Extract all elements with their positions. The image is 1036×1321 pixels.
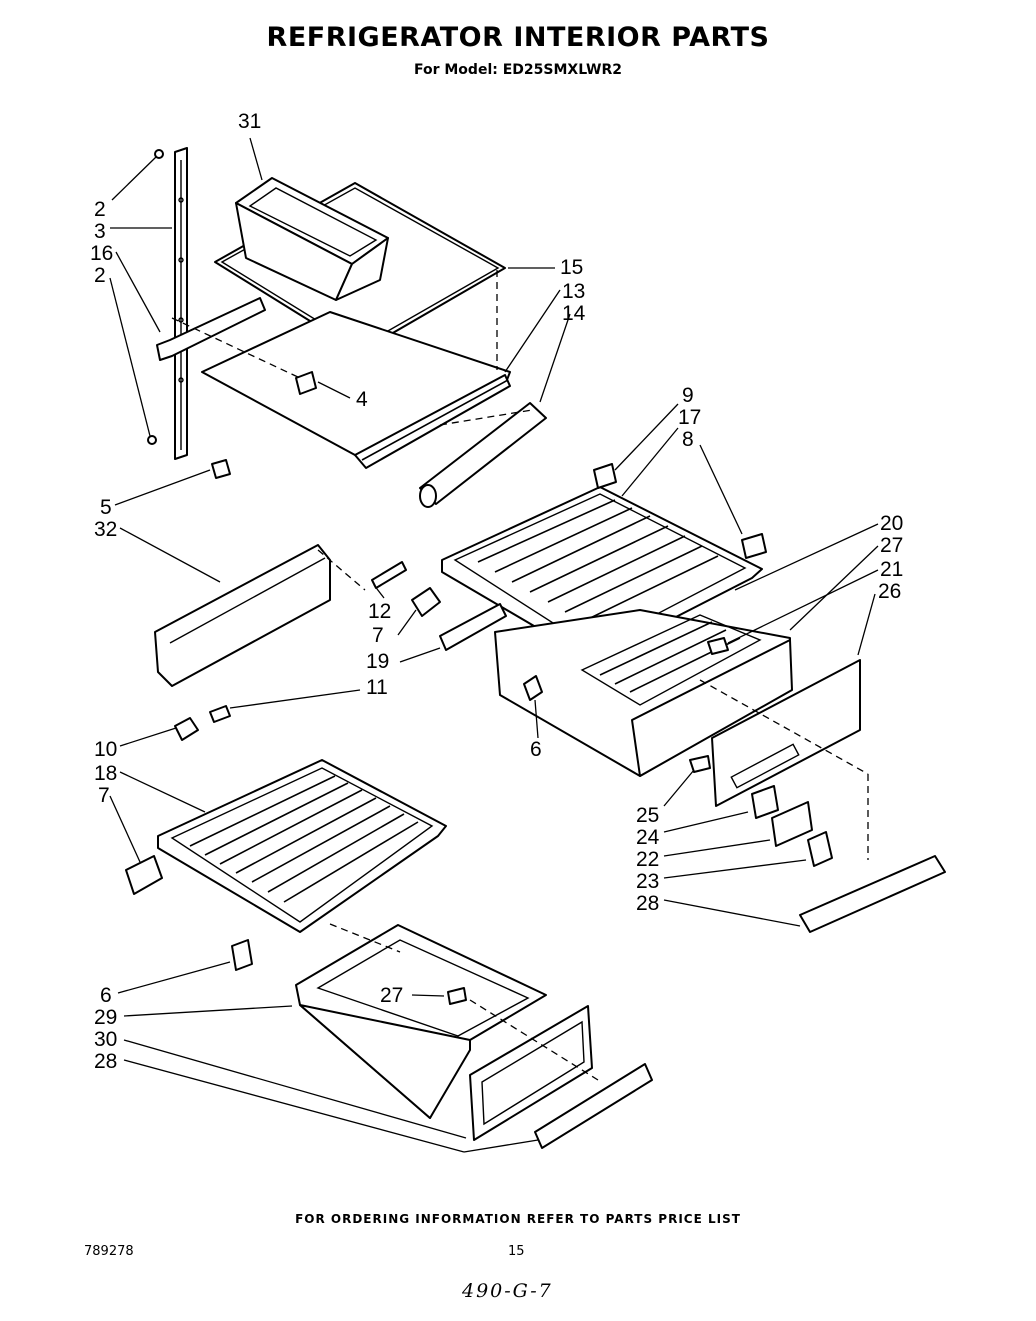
bracket-part-6-mid [523,675,543,701]
screw-part-4 [295,371,317,395]
callout-23: 23 [636,870,659,893]
bracket-part-7-low [125,855,163,895]
callout-7-lower: 7 [98,784,110,807]
page-number: 15 [508,1244,525,1259]
callout-29: 29 [94,1006,117,1029]
callout-6: 6 [530,738,542,761]
screw-part-2-top [154,149,164,159]
slide-part-19 [439,603,507,651]
control-cover-part-26 [711,659,861,807]
assembly-dashed-lines [171,270,869,1081]
screw-part-25 [689,755,711,773]
callout-2-lower: 2 [94,264,106,287]
callout-5: 5 [100,496,112,519]
callout-27: 27 [880,534,903,557]
clip-part-8 [741,533,767,559]
callout-20: 20 [880,512,903,535]
callout-labels: 31 2 3 16 2 15 13 14 4 5 32 9 17 8 20 27… [90,110,903,1073]
rail-part-28-low [534,1063,653,1149]
screw-part-11 [209,705,231,723]
callout-10: 10 [94,738,117,761]
page-title: REFRIGERATOR INTERIOR PARTS [266,22,770,53]
shelf-support-part-16 [156,297,266,361]
document-number: 789278 [84,1244,134,1259]
ordering-note: FOR ORDERING INFORMATION REFER TO PARTS … [295,1212,741,1226]
callout-16: 16 [90,242,113,265]
glass-shelf-part-13 [201,311,511,469]
vertical-rail-part-3 [174,147,188,460]
dial-part-22 [771,801,813,847]
handwritten-note: 490-G-7 [462,1280,553,1302]
rail-part-28-right [799,855,946,933]
model-line: For Model: ED25SMXLWR2 [413,62,622,78]
screw-part-2-bottom [147,435,157,445]
grille-shelf-part-17 [441,486,763,661]
callout-28: 28 [636,892,659,915]
callout-21: 21 [880,558,903,581]
bracket-part-7-mid [411,587,441,617]
leader-lines [109,137,879,1153]
knob-part-24 [751,785,779,819]
callout-17: 17 [678,406,701,429]
callout-27-lower: 27 [380,984,403,1007]
callout-4: 4 [356,388,368,411]
callout-8: 8 [682,428,694,451]
clip-part-9 [593,463,617,489]
callout-3: 3 [94,220,106,243]
callout-6-lower: 6 [100,984,112,1007]
callout-32: 32 [94,518,117,541]
callout-12: 12 [368,600,391,623]
callout-31: 31 [238,110,261,133]
bracket-part-10 [174,717,199,741]
callout-22: 22 [636,848,659,871]
drawer-part-29 [295,924,547,1119]
callout-2: 2 [94,198,106,221]
callout-11: 11 [366,676,388,699]
trim-tube-part-14 [419,402,547,508]
trim-part-32 [154,544,331,687]
screw-part-27-mid [707,637,729,655]
callout-24: 24 [636,826,660,849]
callout-9: 9 [682,384,694,407]
callout-15: 15 [560,256,583,279]
grille-shelf-part-18 [157,759,447,933]
callout-13: 13 [562,280,585,303]
callout-18: 18 [94,762,117,785]
callout-26: 26 [878,580,901,603]
bracket-part-23 [807,831,833,867]
callout-7: 7 [372,624,384,647]
pin-part-12 [371,561,407,589]
drawer-front-part-30 [469,1005,593,1141]
crisper-bin-part-31 [235,177,389,301]
bracket-part-6-low [231,939,253,971]
callout-28-lower: 28 [94,1050,117,1073]
callout-19: 19 [366,650,389,673]
screw-part-27-low [447,987,467,1005]
callout-30: 30 [94,1028,117,1051]
callout-25: 25 [636,804,659,827]
screw-part-5 [211,459,231,479]
callout-14: 14 [562,302,586,325]
